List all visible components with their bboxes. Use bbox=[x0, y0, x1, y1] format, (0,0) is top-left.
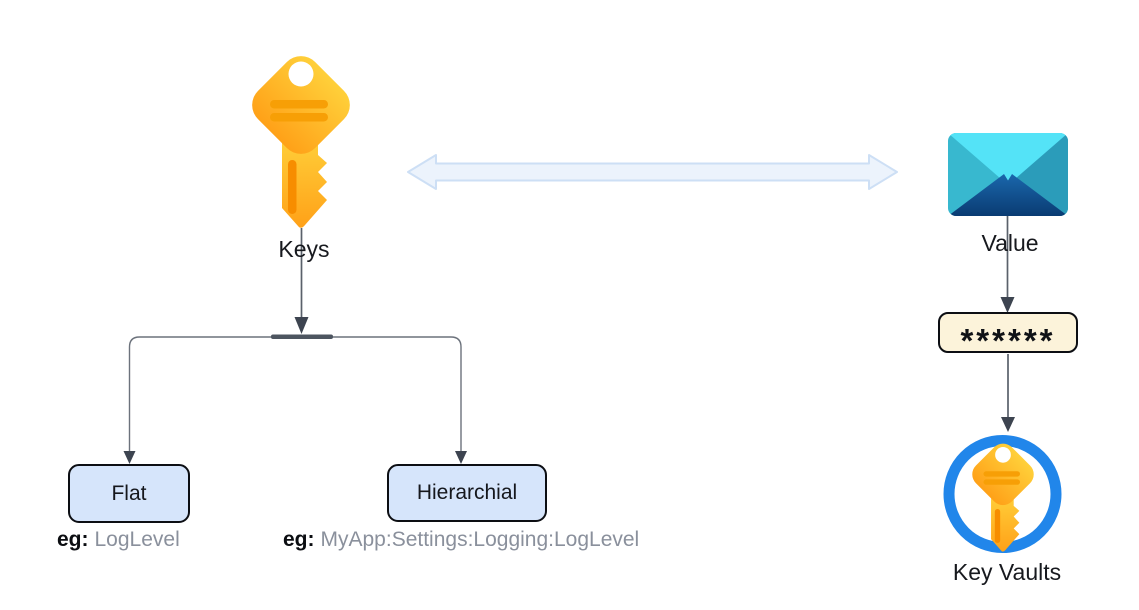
hierarchical-example-prefix: eg: bbox=[283, 528, 315, 551]
key-vault-icon bbox=[943, 435, 1062, 553]
flat-example: eg:LogLevel bbox=[57, 528, 180, 551]
masked-value-text: ****** bbox=[960, 322, 1056, 359]
key-vaults-label: Key Vaults bbox=[952, 559, 1062, 585]
hierarchical-example-value: MyApp:Settings:Logging:LogLevel bbox=[320, 528, 640, 551]
flat-example-prefix: eg: bbox=[57, 528, 89, 551]
flat-box-label: Flat bbox=[111, 481, 147, 505]
flat-example-value: LogLevel bbox=[94, 528, 180, 551]
key-icon bbox=[243, 47, 359, 228]
keys-to-types-connector bbox=[123, 228, 467, 464]
masked-value-box: ****** bbox=[938, 312, 1078, 357]
double-arrow-icon bbox=[407, 154, 898, 190]
value-label: Value bbox=[981, 230, 1039, 256]
hierarchical-box-label: Hierarchial bbox=[416, 481, 518, 504]
envelope-icon bbox=[948, 133, 1068, 216]
junction-bar bbox=[271, 334, 333, 339]
hierarchical-example: eg:MyApp:Settings:Logging:LogLevel bbox=[283, 528, 639, 551]
flat-box: Flat bbox=[68, 464, 190, 523]
keys-label: Keys bbox=[278, 236, 330, 262]
value-to-masked-connector bbox=[1000, 215, 1015, 313]
masked-to-vault-connector bbox=[1001, 354, 1015, 432]
hierarchical-box: Hierarchial bbox=[387, 464, 547, 522]
